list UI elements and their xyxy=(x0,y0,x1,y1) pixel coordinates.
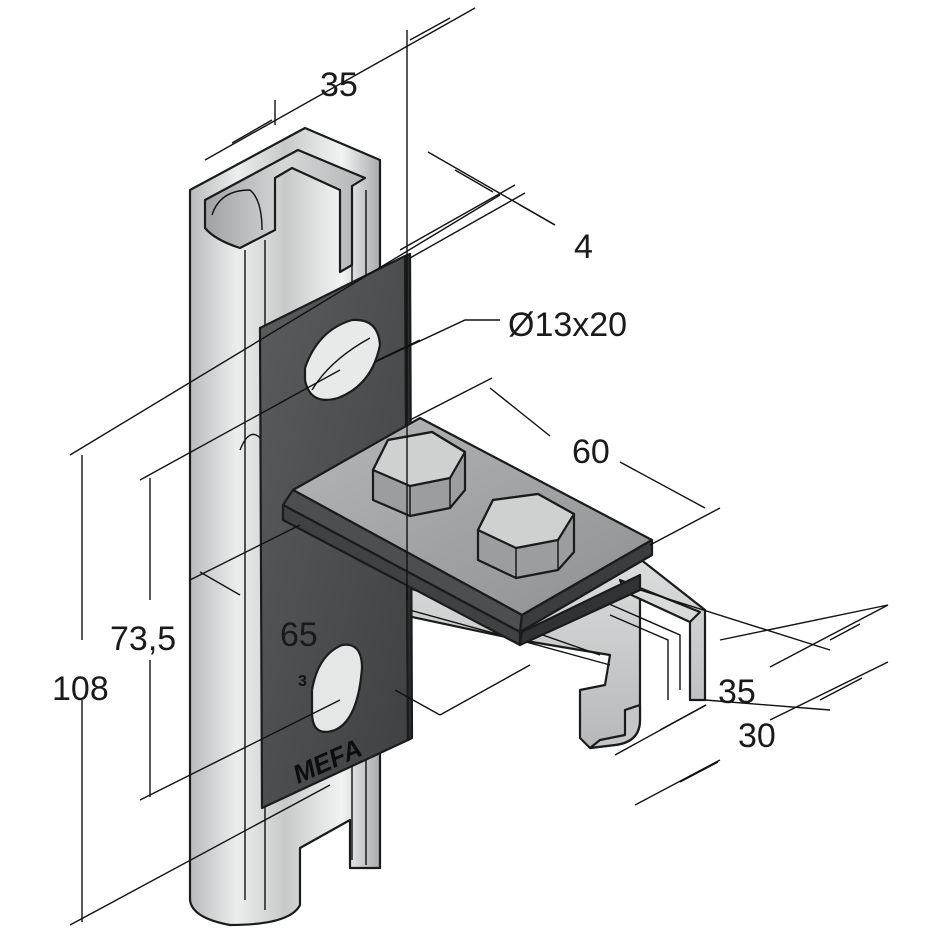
dim-arm-offset: 65 xyxy=(280,616,318,654)
dim-channel-width: 35 xyxy=(718,673,756,711)
bolt-head-2 xyxy=(476,492,576,580)
dim-top-width: 35 xyxy=(320,66,358,104)
bolt-head-1 xyxy=(371,430,467,518)
plate-small-mark: 3 xyxy=(298,673,307,690)
dim-plate-thickness: 4 xyxy=(574,228,593,266)
dim-arm-length: 60 xyxy=(572,433,610,471)
dim-channel-height: 30 xyxy=(738,717,776,755)
dim-slot: Ø13x20 xyxy=(508,306,627,344)
dim-hole-spacing: 73,5 xyxy=(110,620,176,658)
dim-plate-height: 108 xyxy=(52,670,109,708)
dimension-lines xyxy=(69,7,889,926)
